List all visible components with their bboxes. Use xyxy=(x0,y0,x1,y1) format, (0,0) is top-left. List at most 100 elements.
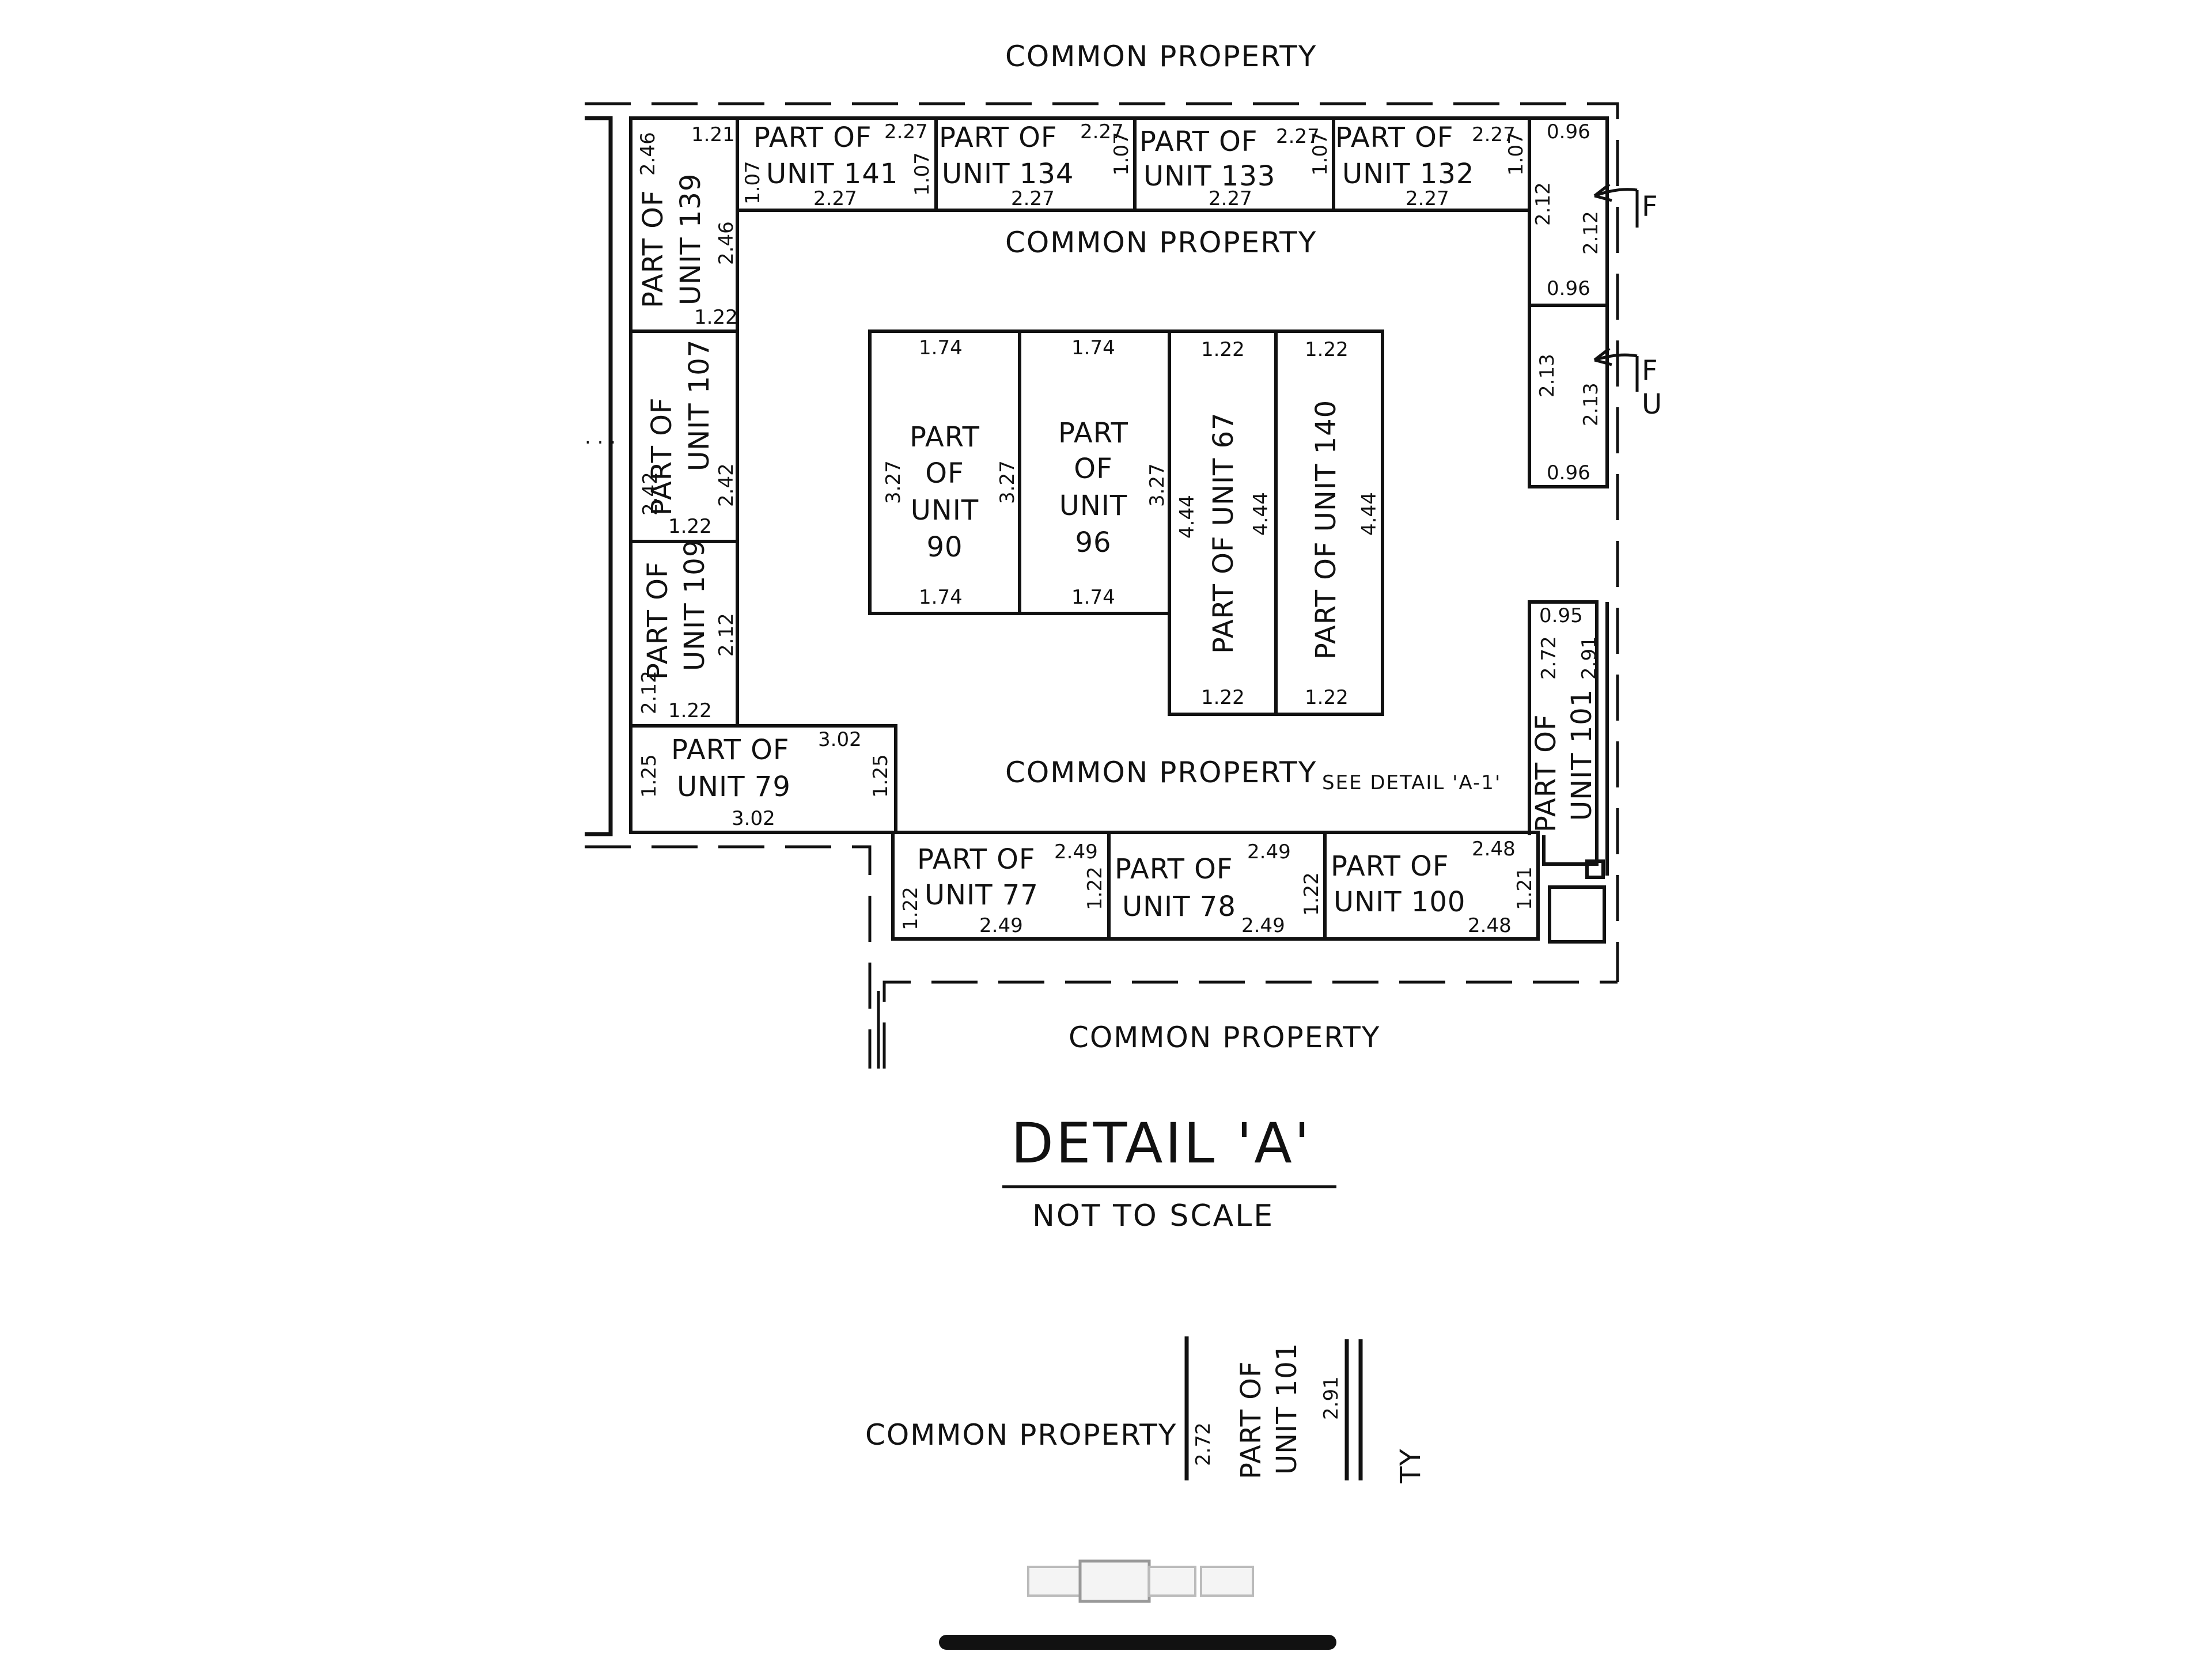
unit-77-bottom-dim: 2.49 xyxy=(979,914,1023,937)
unit-90-line1: PART xyxy=(910,421,980,453)
right-mid-bottom-dim: 0.96 xyxy=(1547,461,1590,484)
page-thumbnail-1[interactable] xyxy=(1027,1566,1081,1597)
detail-a1-right-lines xyxy=(1344,1339,1363,1480)
unit-107: PART OF UNIT 107 1.22 2.42 2.42 xyxy=(629,329,739,543)
unit-67-top-dim: 1.22 xyxy=(1201,338,1245,361)
unit-134-bottom-dim: 2.27 xyxy=(1011,187,1055,210)
unit-141-left-dim: 1.07 xyxy=(741,161,764,204)
page-thumbnail-3[interactable] xyxy=(1148,1566,1196,1597)
unit-133-right-dim: 1.07 xyxy=(1309,132,1332,176)
leader-arrow-2: F U xyxy=(1593,347,1662,421)
detail-title: DETAIL 'A' xyxy=(1011,1111,1312,1176)
unit-78: PART OF UNIT 78 2.49 2.49 1.22 xyxy=(1107,831,1327,941)
unit-139-left-dim: 2.46 xyxy=(637,132,660,176)
unit-134-line2: UNIT 134 xyxy=(942,158,1074,190)
unit-101-left-dim: 2.72 xyxy=(1537,636,1560,680)
unit-134: PART OF UNIT 134 2.27 2.27 1.07 xyxy=(934,116,1137,212)
not-to-scale: NOT TO SCALE xyxy=(1032,1199,1274,1233)
unit-78-top-dim: 2.49 xyxy=(1247,840,1291,863)
unit-79-top-dim: 3.02 xyxy=(818,728,862,751)
unit-90-left-dim: 3.27 xyxy=(882,460,905,504)
unit-67-label: PART OF UNIT 67 xyxy=(1207,412,1240,654)
unit-133: PART OF UNIT 133 2.27 2.27 1.07 xyxy=(1133,116,1335,212)
dashed-boundary xyxy=(585,102,1619,1069)
unit-90-top-dim: 1.74 xyxy=(919,336,963,359)
unit-109-line2: UNIT 109 xyxy=(679,539,711,671)
unit-77-right-dim: 1.22 xyxy=(1084,866,1107,910)
unit-141-top-dim: 2.27 xyxy=(884,120,928,143)
unit-107-line2: UNIT 107 xyxy=(683,339,715,471)
small-square xyxy=(1585,859,1605,879)
unit-78-line1: PART OF xyxy=(1115,853,1233,885)
right-top-bottom-dim: 0.96 xyxy=(1547,277,1590,300)
right-mid-box: 0.96 2.13 2.13 xyxy=(1528,304,1609,488)
unit-109: PART OF UNIT 109 1.22 2.12 2.12 xyxy=(629,539,739,728)
unit-101-line1: PART OF xyxy=(1530,714,1562,832)
unit-139-right-dim: 2.46 xyxy=(715,221,738,265)
unit-133-line2: UNIT 133 xyxy=(1143,160,1275,192)
home-indicator[interactable] xyxy=(939,1635,1336,1650)
unit-78-bottom-dim: 2.49 xyxy=(1241,914,1285,937)
detail-a1-left-dim: 2.72 xyxy=(1192,1422,1215,1466)
unit-101-top-dim: 0.95 xyxy=(1539,604,1583,627)
common-property-inner-top: COMMON PROPERTY xyxy=(1005,226,1317,259)
common-property-bottom: COMMON PROPERTY xyxy=(1069,1021,1380,1054)
unit-90-bottom-dim: 1.74 xyxy=(919,586,963,609)
unit-67-right-dim: 4.44 xyxy=(1249,492,1272,536)
partial-letter-f1: F xyxy=(1642,191,1658,223)
unit-109-left-dim: 2.12 xyxy=(638,671,661,714)
unit-139-line2: UNIT 139 xyxy=(675,173,707,305)
unit-109-line1: PART OF xyxy=(642,561,674,680)
unit-107-left-dim: 2.42 xyxy=(639,472,662,516)
unit-141-bottom-dim: 2.27 xyxy=(813,187,857,210)
right-top-box: 0.96 0.96 2.12 2.12 xyxy=(1528,116,1609,307)
unit-134-line1: PART OF xyxy=(939,122,1058,154)
unit-100-line1: PART OF xyxy=(1331,850,1449,882)
unit-140-top-dim: 1.22 xyxy=(1305,338,1349,361)
unit-90-line4: 90 xyxy=(926,531,963,563)
unit-132-right-dim: 1.07 xyxy=(1505,132,1528,176)
unit-77-line1: PART OF xyxy=(917,843,1036,876)
unit-96-line3: UNIT xyxy=(1059,490,1128,522)
unit-96-line2: OF xyxy=(1074,453,1112,485)
unit-132-line1: PART OF xyxy=(1335,122,1454,154)
unit-77-top-dim: 2.49 xyxy=(1054,840,1098,863)
detail-a1: COMMON PROPERTY 2.72 PART OF UNIT 101 2.… xyxy=(865,1336,1427,1484)
unit-90-line2: OF xyxy=(925,457,964,490)
page-thumbnail-2-current[interactable] xyxy=(1078,1559,1151,1603)
unit-67: 1.22 1.22 4.44 4.44 PART OF UNIT 67 xyxy=(1168,329,1278,716)
common-property-inner-bottom: COMMON PROPERTY xyxy=(1005,756,1317,789)
unit-139-bottom-dim: 1.22 xyxy=(694,306,738,329)
unit-141: PART OF UNIT 141 2.27 2.27 1.07 1.07 xyxy=(736,116,938,212)
unit-96-top-dim: 1.74 xyxy=(1071,336,1115,359)
page-thumbnail-4[interactable] xyxy=(1200,1566,1254,1597)
unit-77-left-dim: 1.22 xyxy=(899,887,922,930)
unit-79-left-dim: 1.25 xyxy=(638,754,661,798)
unit-100-top-dim: 2.48 xyxy=(1472,838,1516,861)
unit-139-top-dim: 1.21 xyxy=(691,123,735,146)
unit-140-label: PART OF UNIT 140 xyxy=(1310,400,1342,660)
unit-140-bottom-dim: 1.22 xyxy=(1305,686,1349,709)
right-top-right-dim: 2.12 xyxy=(1580,211,1603,255)
unit-107-line1: PART OF xyxy=(646,397,678,516)
unit-132: PART OF UNIT 132 2.27 2.27 1.07 xyxy=(1332,116,1531,212)
unit-141-line2: UNIT 141 xyxy=(766,158,898,190)
unit-133-top-dim: 2.27 xyxy=(1276,125,1320,148)
unit-79: PART OF UNIT 79 3.02 3.02 1.25 1.25 xyxy=(629,724,897,834)
unit-67-bottom-dim: 1.22 xyxy=(1201,686,1245,709)
wall-fragment-text: . . . xyxy=(585,426,616,449)
unit-96: 1.74 1.74 3.27 PART OF UNIT 96 xyxy=(1018,329,1171,615)
unit-96-left-dim: 3.27 xyxy=(1146,463,1169,507)
unit-140: 1.22 1.22 4.44 PART OF UNIT 140 xyxy=(1274,329,1384,716)
unit-140-right-dim: 4.44 xyxy=(1358,492,1381,536)
unit-79-right-dim: 1.25 xyxy=(869,754,892,798)
unit-90-right-dim: 3.27 xyxy=(996,460,1019,504)
unit-78-line2: UNIT 78 xyxy=(1122,891,1236,923)
unit-96-line4: 96 xyxy=(1075,527,1111,559)
detail-a1-right-dim: 2.91 xyxy=(1320,1376,1343,1420)
detail-a1-line2: UNIT 101 xyxy=(1271,1343,1303,1475)
leader-arrow-1: F xyxy=(1593,183,1658,228)
page-thumbnails[interactable] xyxy=(1027,1559,1254,1603)
unit-107-right-dim: 2.42 xyxy=(715,463,738,507)
